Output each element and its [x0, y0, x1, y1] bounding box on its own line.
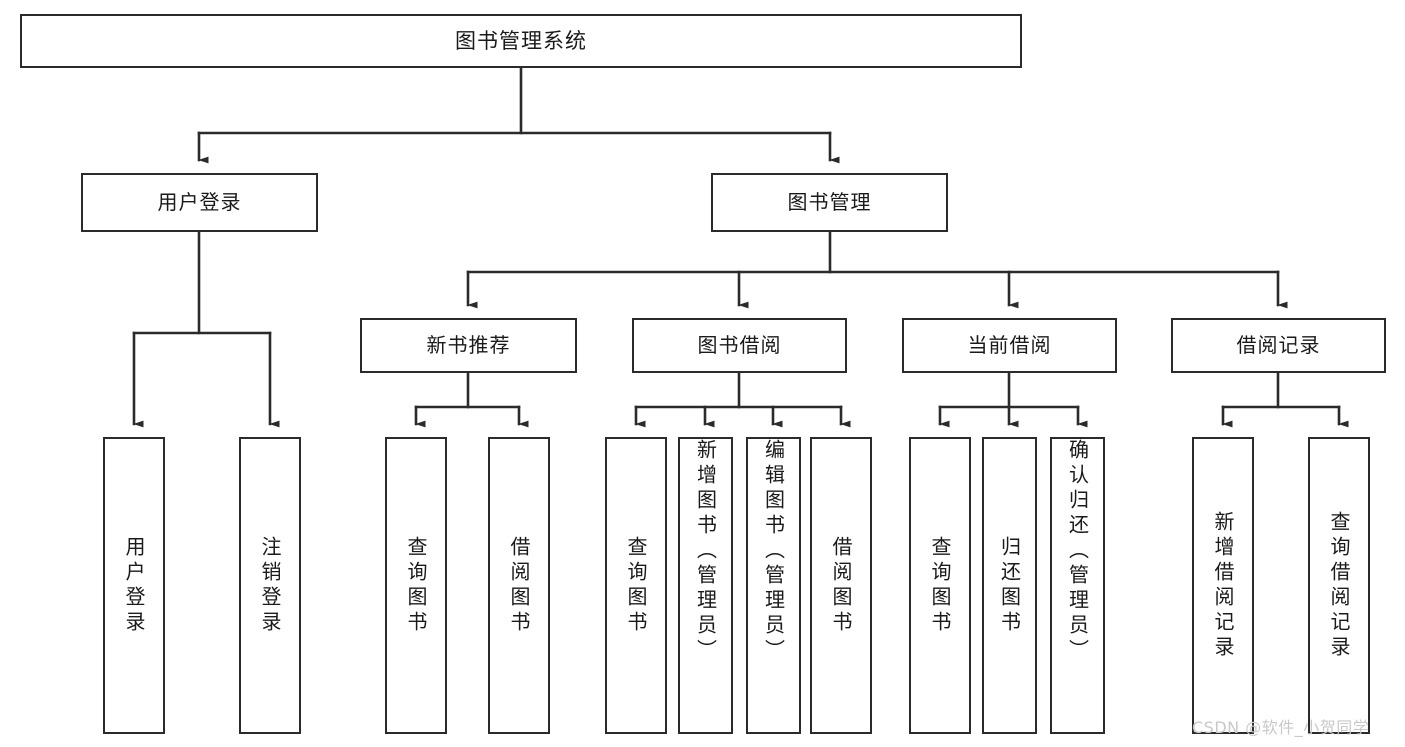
node-label: 新书推荐 [426, 332, 511, 357]
node-label: 编辑图书（管理员） [761, 439, 786, 664]
node-leaf-confirm-return-admin[interactable]: 确认归还（管理员） [1050, 437, 1105, 734]
node-label: 用户登录 [122, 535, 146, 636]
node-leaf-borrow-book-borrow[interactable]: 借阅图书 [810, 437, 872, 734]
node-leaf-query-book-recommend[interactable]: 查询图书 [385, 437, 447, 734]
node-label: 查询图书 [624, 535, 648, 636]
node-label: 注销登录 [258, 535, 282, 636]
node-root-book-management-system[interactable]: 图书管理系统 [20, 14, 1022, 68]
node-leaf-add-book-admin[interactable]: 新增图书（管理员） [678, 437, 733, 734]
node-leaf-logout[interactable]: 注销登录 [239, 437, 301, 734]
node-leaf-add-borrow-record[interactable]: 新增借阅记录 [1192, 437, 1254, 734]
node-label: 确认归还（管理员） [1065, 439, 1090, 664]
node-leaf-query-book-borrow[interactable]: 查询图书 [605, 437, 667, 734]
node-book-borrow[interactable]: 图书借阅 [632, 318, 847, 373]
node-label: 借阅图书 [829, 535, 853, 636]
node-label: 查询图书 [404, 535, 428, 636]
node-label: 图书管理 [787, 189, 872, 214]
node-book-manage[interactable]: 图书管理 [711, 173, 948, 232]
node-borrow-record[interactable]: 借阅记录 [1171, 318, 1386, 373]
node-leaf-query-borrow-record[interactable]: 查询借阅记录 [1308, 437, 1370, 734]
node-new-book-recommend[interactable]: 新书推荐 [360, 318, 577, 373]
node-label: 当前借阅 [967, 332, 1052, 357]
node-user-login[interactable]: 用户登录 [81, 173, 318, 232]
node-leaf-edit-book-admin[interactable]: 编辑图书（管理员） [746, 437, 801, 734]
node-leaf-borrow-book-recommend[interactable]: 借阅图书 [488, 437, 550, 734]
node-label: 图书管理系统 [455, 28, 587, 53]
node-label: 借阅图书 [507, 535, 531, 636]
node-current-borrow[interactable]: 当前借阅 [902, 318, 1117, 373]
node-label: 图书借阅 [697, 332, 782, 357]
node-label: 查询借阅记录 [1327, 510, 1351, 661]
csdn-watermark: CSDN @软件_小贺同学 [1192, 718, 1370, 737]
node-leaf-user-login[interactable]: 用户登录 [103, 437, 165, 734]
node-label: 查询图书 [928, 535, 952, 636]
node-label: 新增图书（管理员） [693, 439, 718, 664]
node-label: 用户登录 [157, 189, 242, 214]
node-label: 借阅记录 [1236, 332, 1321, 357]
node-label: 新增借阅记录 [1211, 510, 1235, 661]
node-leaf-query-book-current[interactable]: 查询图书 [909, 437, 971, 734]
node-label: 归还图书 [997, 535, 1022, 636]
node-leaf-return-book[interactable]: 归还图书 [982, 437, 1037, 734]
